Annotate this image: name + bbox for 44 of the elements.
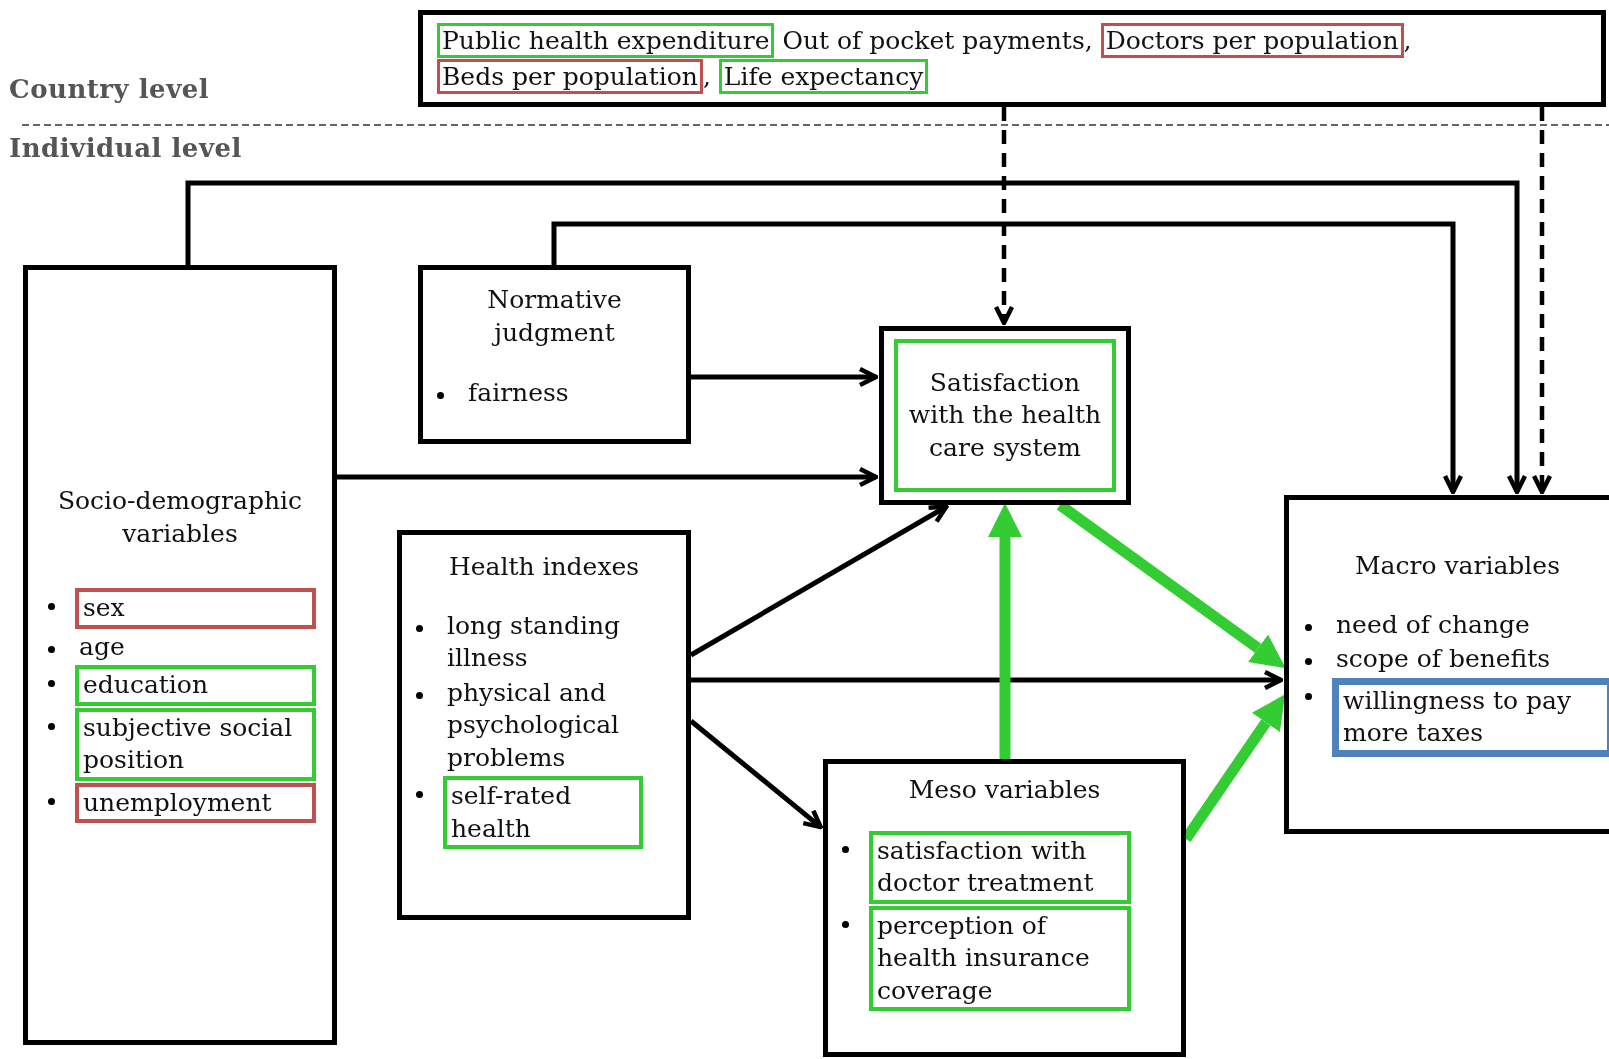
arrow: [689, 719, 823, 830]
indicator-text: ,: [1403, 26, 1412, 55]
indicator-text: ,: [702, 61, 712, 91]
highlight-box: Beds per population: [437, 58, 703, 94]
highlight-box: perception of health insurance coverage: [869, 905, 1131, 1011]
highlight-box: self-rated health: [443, 776, 643, 849]
indicator-text: Out of pocket payments,: [781, 26, 1094, 55]
arrow: [988, 503, 1022, 759]
highlight-box: unemployment: [75, 782, 316, 823]
highlight-box: willingness to pay more taxes: [1332, 677, 1609, 757]
arrow: [551, 221, 1464, 495]
list-item: age: [79, 630, 126, 663]
variable-box: [823, 759, 1186, 1057]
highlight-box: Doctors per population: [1100, 23, 1404, 58]
highlight-box: Satisfaction with the health care system: [894, 339, 1116, 492]
box-title: Health indexes: [447, 551, 641, 583]
box-title: Socio-demographic variables: [56, 485, 304, 550]
arrow: [691, 669, 1284, 691]
level-label: Country level: [9, 74, 210, 104]
arrow: [337, 466, 879, 488]
box-title: Macro variables: [1354, 550, 1561, 582]
list-item: need of change: [1336, 608, 1531, 641]
variable-box: [23, 265, 337, 1045]
arrow: [1531, 107, 1553, 495]
variable-box: [418, 10, 1606, 107]
level-label: Individual level: [9, 133, 242, 163]
list-item: scope of benefits: [1336, 643, 1552, 675]
arrow: [691, 366, 879, 388]
variable-box: [397, 530, 691, 920]
arrow: [689, 504, 949, 658]
list-item: fairness: [468, 377, 570, 409]
variable-box: [418, 265, 691, 444]
highlight-box: Life expectancy: [718, 58, 929, 94]
highlight-box: satisfaction with doctor treatment: [869, 830, 1131, 904]
highlight-box: subjective social position: [75, 707, 316, 781]
box-title: Meso variables: [907, 774, 1102, 806]
variable-box: [1284, 495, 1609, 834]
highlight-box: Public health expenditure: [437, 23, 775, 58]
highlight-box: sex: [75, 588, 316, 629]
arrow: [185, 180, 1528, 495]
frame-box: [879, 326, 1131, 505]
box-title: Normative judgment: [486, 284, 623, 349]
arrow: [993, 107, 1015, 326]
highlight-box: education: [75, 665, 316, 706]
